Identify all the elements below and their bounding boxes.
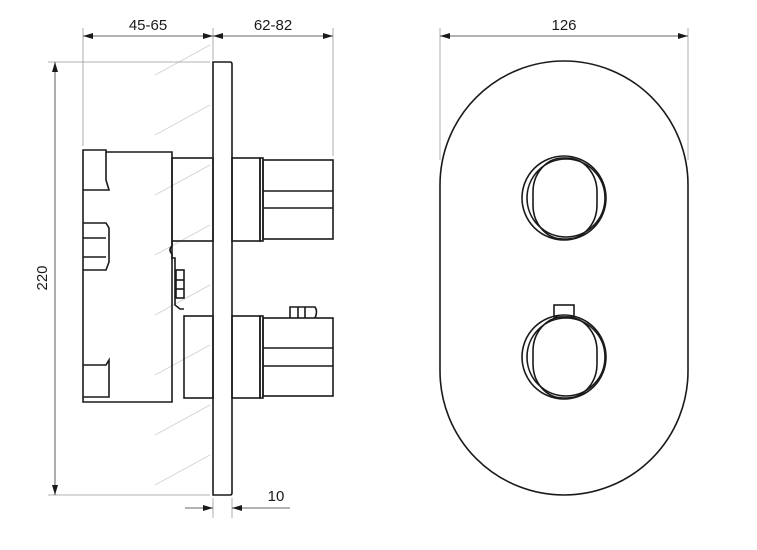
front-view: 126: [439, 17, 689, 496]
body-notches: [83, 152, 111, 398]
dim-label-handle-depth: 62-82: [254, 17, 292, 34]
cover-plate: [212, 61, 233, 496]
oval-cover-plate: [439, 60, 689, 496]
temperature-stop: [289, 306, 318, 319]
lower-handle-side: [231, 306, 334, 399]
upper-knob: [521, 155, 607, 241]
lower-neck: [183, 315, 214, 399]
nut: [175, 269, 185, 299]
dim-label-body-depth: 45-65: [129, 17, 167, 34]
side-view: 45-65 62-82 220 10: [34, 17, 334, 518]
dim-label-height: 220: [34, 265, 51, 290]
wall-hatch: [154, 44, 211, 486]
dim-label-plate-thickness: 10: [268, 488, 285, 505]
dim-label-width: 126: [551, 17, 576, 34]
lower-knob: [521, 304, 607, 400]
middle-section: [169, 241, 184, 310]
upper-neck: [171, 157, 214, 242]
valve-body: [82, 149, 173, 403]
upper-handle-side: [231, 157, 334, 242]
